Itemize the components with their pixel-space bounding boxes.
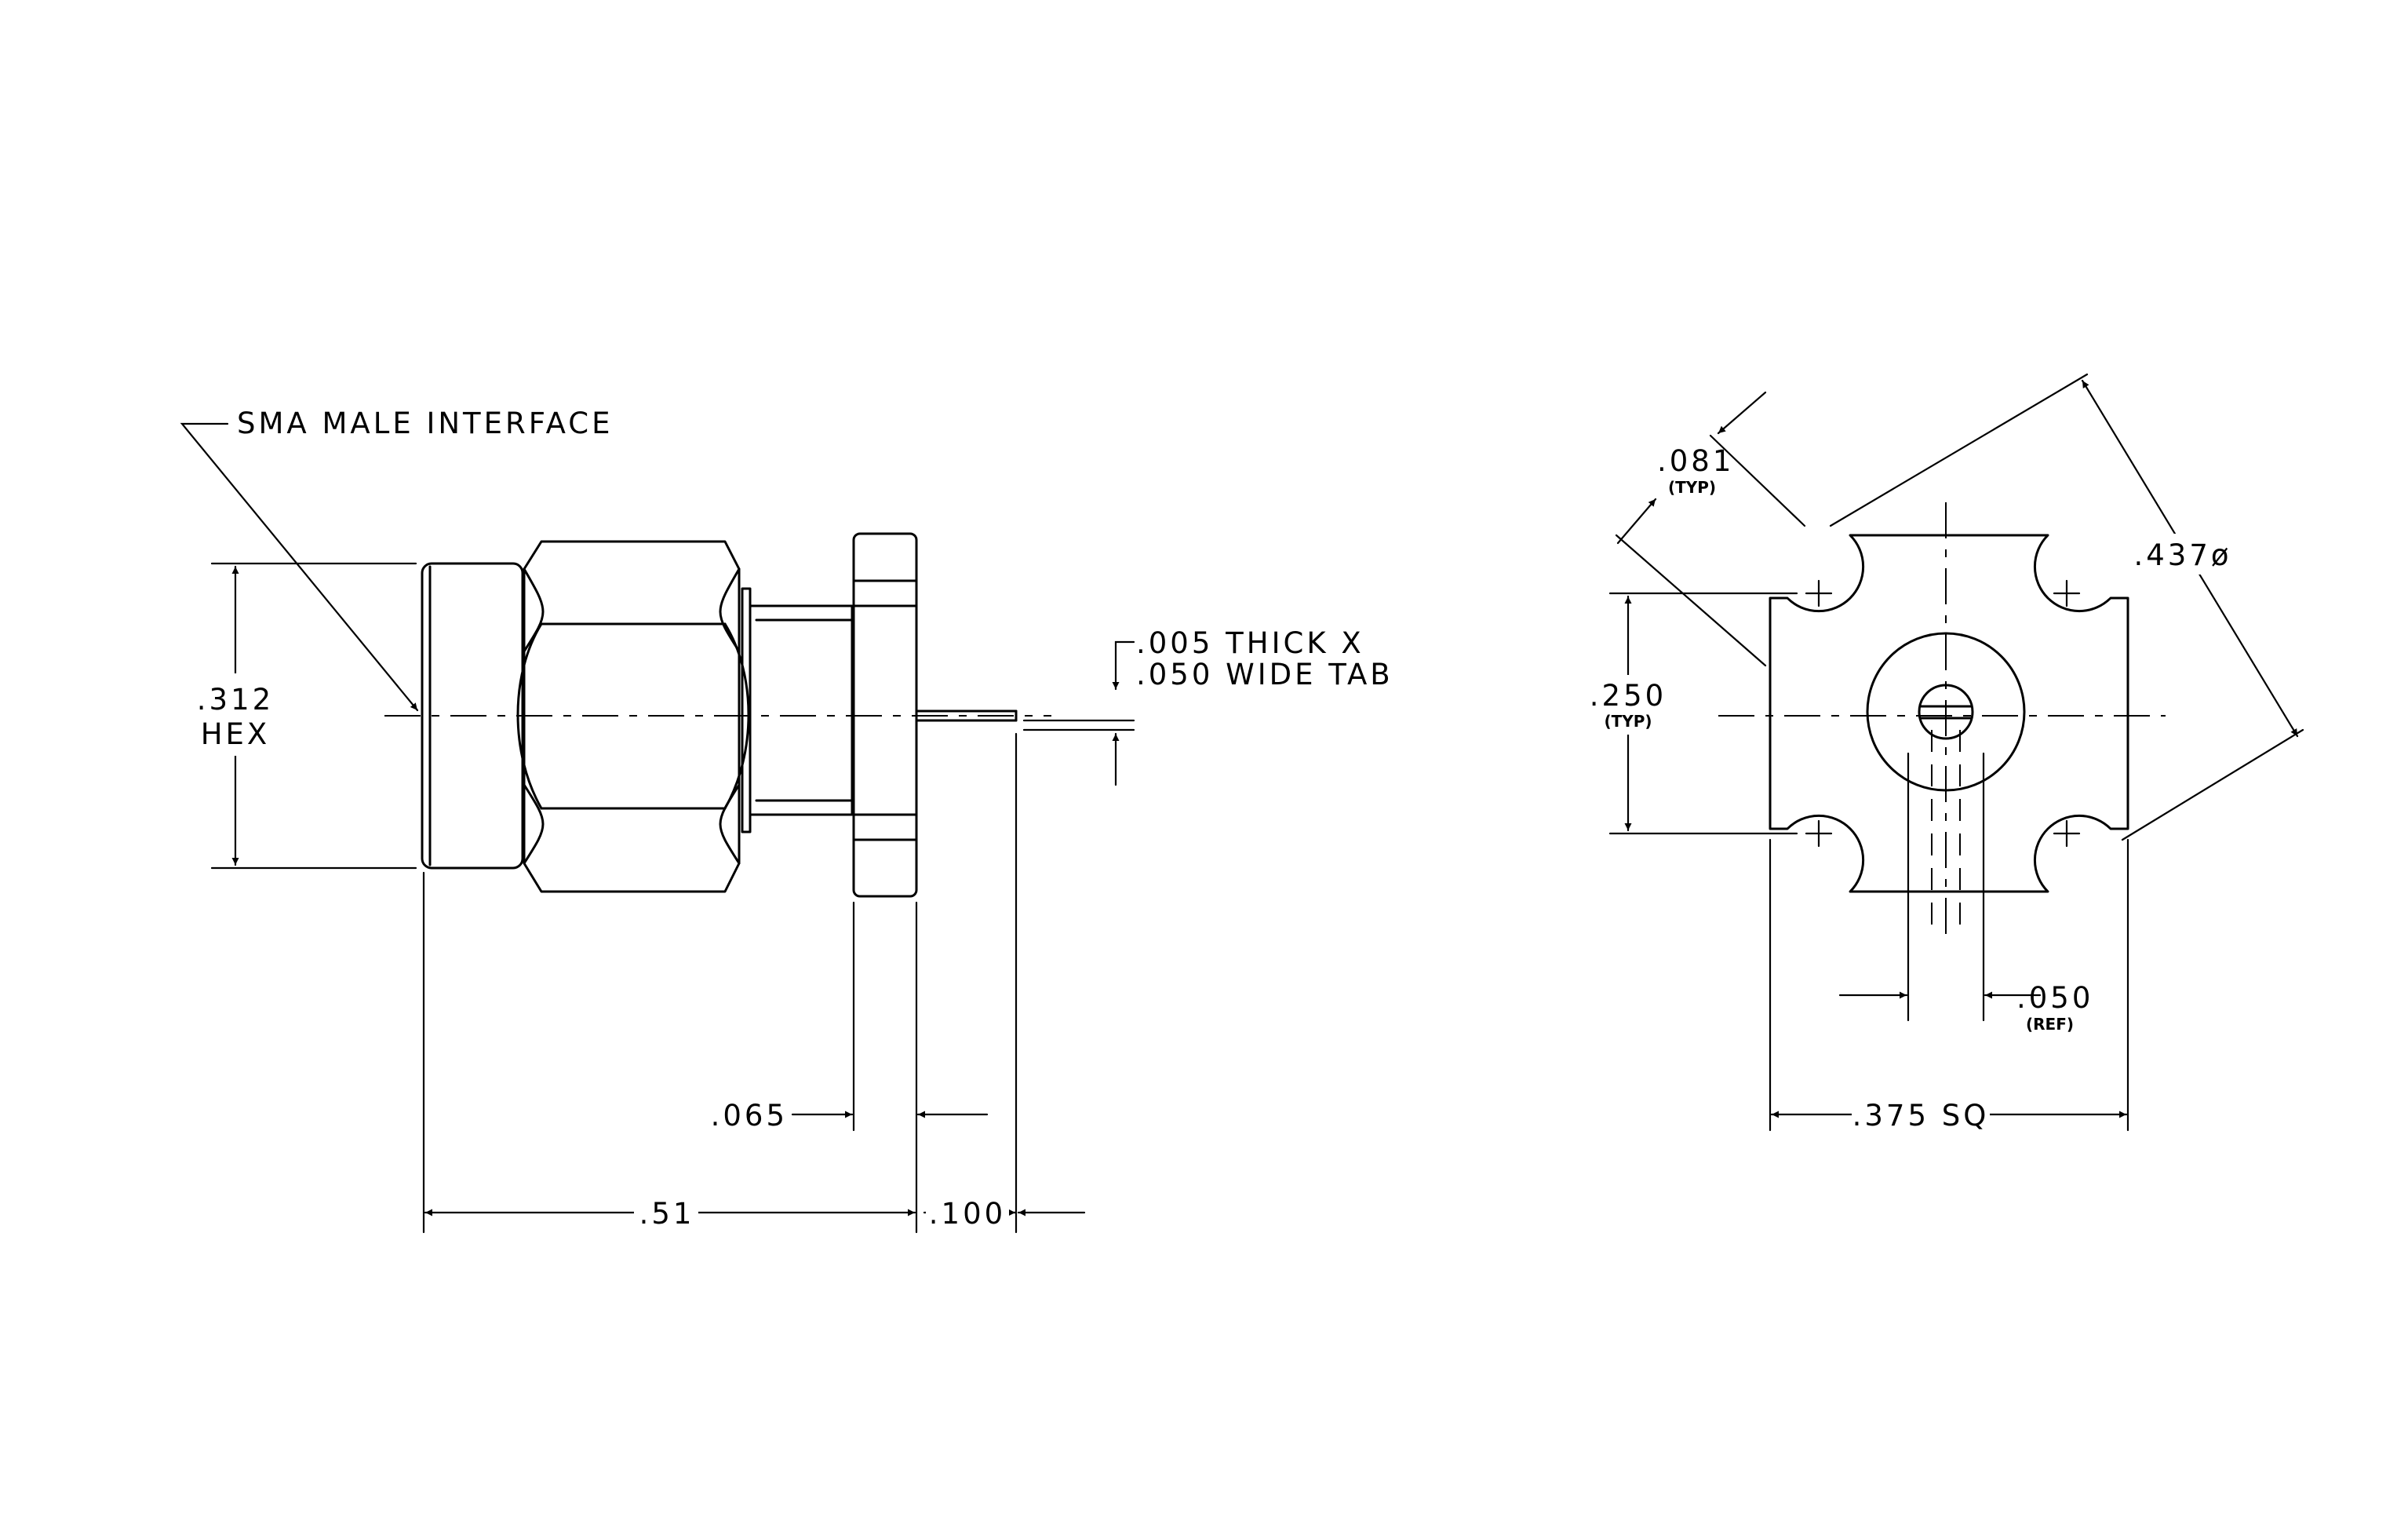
tab-length-dimension: .100 xyxy=(923,1193,1086,1232)
notch-width-label: .081 xyxy=(1657,444,1734,478)
flange-thickness-dimension: .065 xyxy=(711,1099,989,1133)
flange-size-label: .375 SQ xyxy=(1852,1099,1990,1133)
notch-width-note: (TYP) xyxy=(1668,478,1716,497)
flange-size-dimension: .375 SQ xyxy=(1770,1094,2128,1135)
tab-hidden-lines xyxy=(1931,730,1961,926)
notch-width-dimension: .081 (TYP) xyxy=(1616,391,1767,545)
tab-note-line2: .050 WIDE TAB xyxy=(1136,658,1393,691)
connector-body xyxy=(741,587,854,833)
center-contact xyxy=(1866,632,2026,792)
pin-width-dimension: .050 (REF) xyxy=(1838,981,2093,1034)
center-tab xyxy=(915,709,1018,722)
hex-dimension: .312 HEX xyxy=(188,565,282,866)
mounting-flange xyxy=(852,532,918,898)
side-view: .312 HEX SMA MALE INTERFACE .005 THICK X… xyxy=(180,407,1393,1234)
overall-length-label: .51 xyxy=(639,1197,695,1231)
hex-size-label: .312 xyxy=(197,683,274,717)
interface-note: SMA MALE INTERFACE xyxy=(237,407,614,440)
hex-label: HEX xyxy=(201,717,271,751)
pin-width-label: .050 xyxy=(2016,981,2093,1015)
bolt-circle-dimension: .437ø xyxy=(2081,379,2299,738)
overall-length-dimension: .51 xyxy=(424,1193,916,1232)
flange-outline xyxy=(1769,534,2129,893)
hole-spacing-label: .250 xyxy=(1590,679,1667,713)
mounting-hole-marks xyxy=(1805,579,2081,848)
pin-width-note: (REF) xyxy=(2026,1015,2074,1034)
tab-note-line1: .005 THICK X xyxy=(1136,626,1364,660)
flange-thickness-label: .065 xyxy=(711,1099,788,1133)
hex-nut xyxy=(516,540,750,893)
end-view: .081 (TYP) .437ø .250 (TYP) .050 (REF) xyxy=(1577,373,2304,1135)
hole-spacing-note: (TYP) xyxy=(1604,712,1652,731)
bolt-circle-label: .437ø xyxy=(2133,538,2231,572)
side-extension-lines xyxy=(210,562,1135,1234)
coupling-sleeve xyxy=(421,562,524,870)
tab-callout: .005 THICK X .050 WIDE TAB xyxy=(1112,626,1393,786)
hole-spacing-dimension: .250 (TYP) xyxy=(1577,595,1679,832)
end-extension-lines xyxy=(1608,373,2304,1132)
interface-callout: SMA MALE INTERFACE xyxy=(180,407,614,712)
tab-length-label: .100 xyxy=(929,1197,1006,1231)
